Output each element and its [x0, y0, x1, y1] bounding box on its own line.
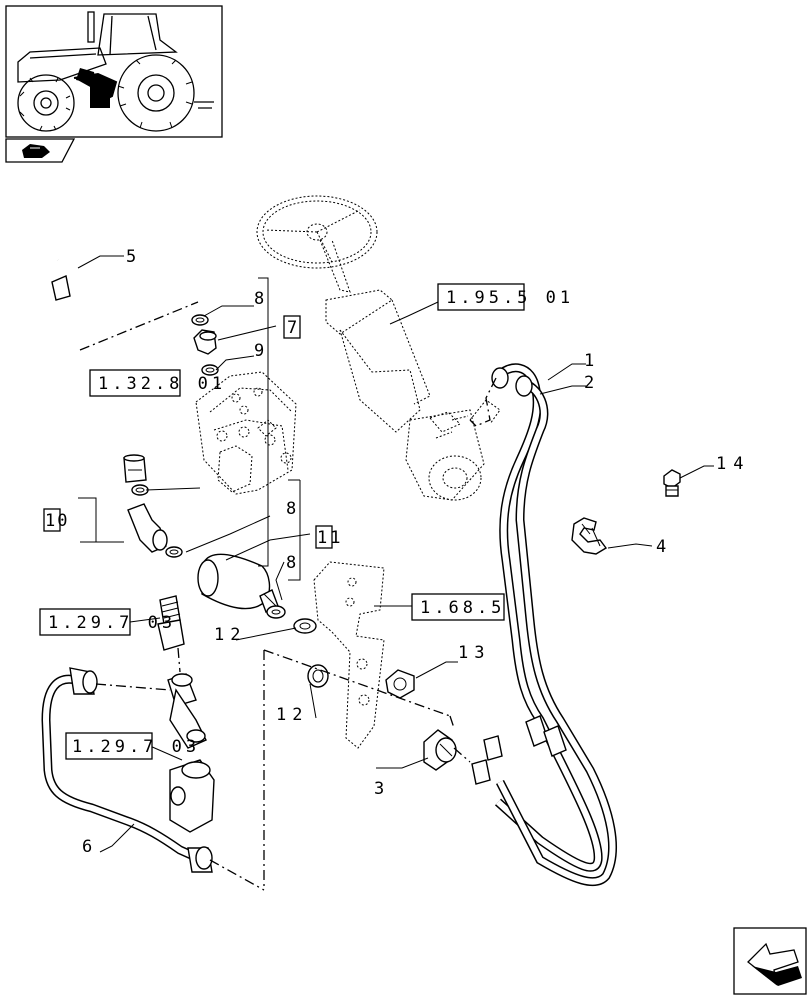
callout-box-7: 7 — [283, 315, 301, 339]
steering-column — [256, 195, 501, 501]
callout-1: 1 — [584, 351, 594, 371]
lower-tee-fittings — [157, 595, 215, 833]
callout-2: 2 — [584, 373, 594, 393]
nut-13 — [385, 669, 415, 699]
callout-6: 6 — [82, 837, 92, 857]
ref-box-1-32-8-01[interactable]: 1.32.8 01 — [89, 369, 226, 397]
mounting-bracket — [313, 561, 385, 749]
valve-11 — [197, 553, 286, 619]
connector-3 — [423, 729, 471, 771]
ref-text-2: 1.32.8 01 — [98, 374, 226, 394]
washer-12-upper — [293, 618, 317, 634]
callout-9: 9 — [254, 341, 264, 361]
ref-box-1-29-7-03-upper[interactable]: 1.29.7 03 — [39, 608, 176, 636]
callout-box-10: 10 — [43, 508, 69, 532]
section-folder-icon — [5, 138, 76, 163]
ref-box-1-95-5-01[interactable]: 1.95.5 01 — [437, 283, 574, 311]
ref-text-4: 1.29.7 03 — [48, 613, 176, 633]
callout-8-upper: 8 — [254, 289, 264, 309]
leader-lines — [77, 255, 714, 853]
callout-8-lower: 8 — [286, 553, 296, 573]
clip-4 — [571, 517, 608, 555]
callout-12-lower: 12 — [276, 705, 308, 725]
callout-5: 5 — [126, 247, 136, 267]
pipe-5 — [50, 256, 147, 483]
svg-text:7: 7 — [287, 318, 297, 338]
next-page-arrow-icon[interactable] — [733, 927, 807, 995]
ref-text-1: 1.95.5 01 — [446, 288, 574, 308]
ref-box-1-29-7-03-lower[interactable]: 1.29.7 03 — [65, 732, 200, 760]
svg-text:10: 10 — [45, 511, 69, 531]
hoses-1-2 — [469, 363, 617, 887]
tractor-location-thumbnail — [5, 5, 223, 138]
callout-box-11: 11 — [315, 525, 343, 549]
pipe-6 — [41, 667, 213, 873]
svg-text:11: 11 — [317, 528, 343, 548]
callout-12-upper: 12 — [214, 625, 246, 645]
fitting-14 — [663, 469, 681, 497]
callout-8-mid: 8 — [286, 499, 296, 519]
ref-text-3: 1.68.5 — [420, 598, 505, 618]
upper-fittings — [127, 314, 219, 558]
ref-box-1-68-5[interactable]: 1.68.5 — [411, 593, 505, 621]
hydraulic-pump — [195, 371, 297, 495]
ref-text-5: 1.29.7 03 — [72, 737, 200, 757]
callout-14: 14 — [716, 454, 750, 474]
washer-12-lower — [307, 664, 329, 688]
callout-4: 4 — [656, 537, 666, 557]
callout-3: 3 — [374, 779, 384, 799]
callout-13: 13 — [458, 643, 490, 663]
